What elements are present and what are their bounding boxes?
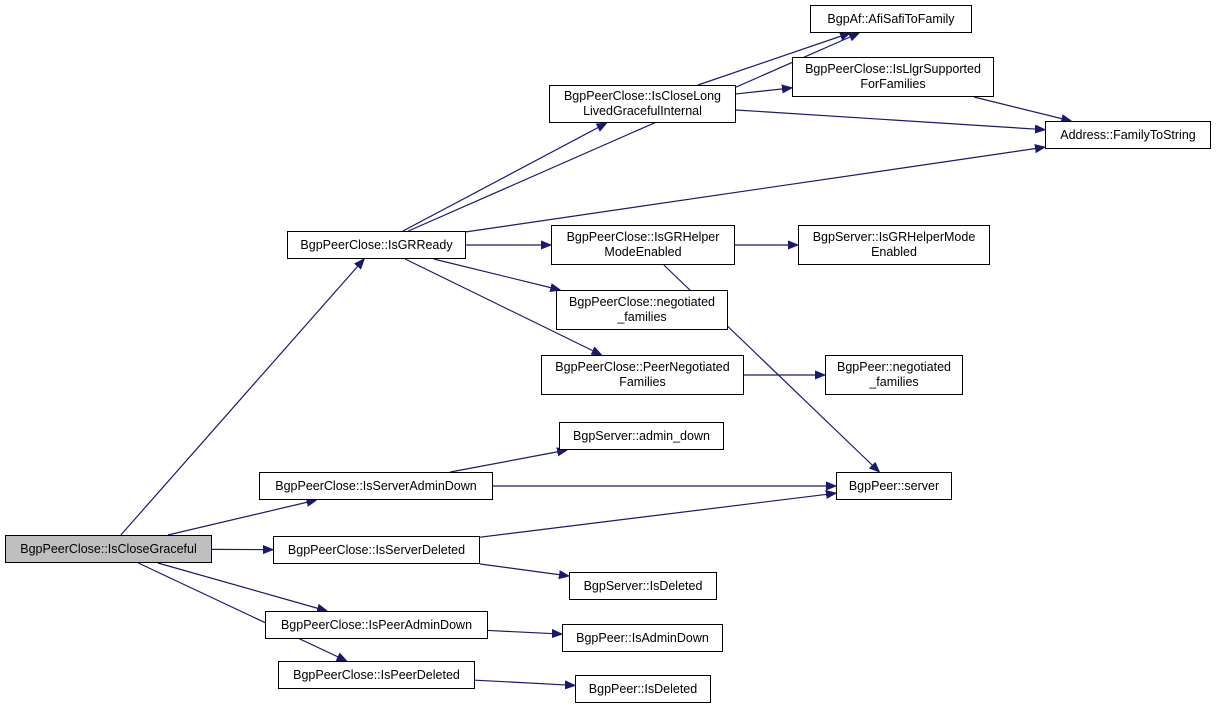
node-peer-negotiated-families[interactable]: BgpPeerClose::PeerNegotiated Families [541, 355, 744, 395]
node-is-server-admin-down[interactable]: BgpPeerClose::IsServerAdminDown [259, 472, 493, 500]
node-label-line: BgpPeerClose::IsCloseLong [563, 89, 722, 103]
edge-gr_ready-to-peer_negotiated_families [404, 258, 601, 355]
node-peer-server[interactable]: BgpPeer::server [836, 472, 952, 500]
node-negotiated-families[interactable]: BgpPeerClose::negotiated _families [556, 290, 728, 330]
edge-close_graceful-to-gr_ready [120, 259, 364, 536]
node-label-line: _families [617, 310, 667, 324]
edge-close_llgr_internal-to-llgr_supported [735, 88, 792, 95]
edge-close_llgr_internal-to-afi_safi_to_family [697, 33, 850, 86]
edge-server_deleted-to-peer_server [479, 493, 836, 538]
node-label-line: BgpPeerClose::negotiated [569, 295, 715, 309]
edge-gr_ready-to-afi_safi_to_family [408, 32, 859, 232]
node-label-line: BgpPeerClose::IsServerDeleted [287, 542, 466, 557]
node-label-line: BgpPeer::IsDeleted [588, 681, 698, 696]
node-label-line: BgpServer::IsDeleted [583, 578, 703, 593]
edge-peer_admin_down-to-peer_is_admin_down [487, 630, 562, 634]
node-label-line: BgpPeerClose::IsGRReady [300, 237, 453, 252]
node-peer-negotiated-families-accessor[interactable]: BgpPeer::negotiated _families [825, 355, 963, 395]
node-server-is-gr-helper-mode-enabled[interactable]: BgpServer::IsGRHelperMode Enabled [798, 225, 990, 265]
node-is-server-deleted[interactable]: BgpPeerClose::IsServerDeleted [273, 536, 480, 564]
node-label-line: BgpPeerClose::IsLlgrSupported [805, 62, 981, 76]
node-label-line: Enabled [871, 245, 917, 259]
edge-close_graceful-to-server_admin_down [167, 500, 317, 536]
node-server-admin-down[interactable]: BgpServer::admin_down [559, 422, 724, 450]
edge-gr_ready-to-close_llgr_internal [402, 123, 607, 232]
edge-gr_ready-to-family_to_string [465, 147, 1045, 233]
node-is-close-graceful[interactable]: BgpPeerClose::IsCloseGraceful [5, 535, 212, 563]
node-label-line: Families [619, 375, 666, 389]
node-label-line: BgpPeerClose::IsPeerDeleted [293, 667, 460, 682]
node-label-line: BgpPeerClose::IsCloseGraceful [20, 541, 197, 556]
node-afi-safi-to-family[interactable]: BgpAf::AfiSafiToFamily [810, 5, 972, 33]
edge-server_admin_down-to-admin_down [450, 450, 567, 473]
node-label-line: BgpPeerClose::IsGRHelper [566, 230, 720, 244]
node-label-line: BgpPeer::IsAdminDown [576, 630, 709, 645]
node-server-is-deleted[interactable]: BgpServer::IsDeleted [569, 572, 717, 600]
node-label-line: ModeEnabled [604, 245, 682, 259]
node-label-line: BgpPeerClose::IsServerAdminDown [275, 478, 477, 493]
node-label-line: BgpPeerClose::PeerNegotiated [555, 360, 730, 374]
node-label-line: ForFamilies [860, 77, 926, 91]
node-is-llgr-supported-for-families[interactable]: BgpPeerClose::IsLlgrSupported ForFamilie… [792, 57, 994, 97]
edge-close_graceful-to-peer_deleted [138, 562, 346, 661]
node-is-gr-ready[interactable]: BgpPeerClose::IsGRReady [287, 231, 466, 259]
node-label-line: Address::FamilyToString [1060, 127, 1196, 142]
node-label-line: BgpPeerClose::IsPeerAdminDown [280, 617, 473, 632]
node-label-line: BgpPeer::server [848, 478, 940, 493]
node-is-close-long-lived-graceful-internal[interactable]: BgpPeerClose::IsCloseLong LivedGracefulI… [549, 85, 736, 123]
edge-server_deleted-to-server_is_deleted [479, 563, 569, 576]
node-label-line: BgpServer::admin_down [573, 428, 710, 443]
node-label-line: LivedGracefulInternal [583, 104, 702, 118]
node-label-line: BgpPeer::negotiated [837, 360, 951, 374]
edge-close_graceful-to-peer_admin_down [157, 562, 327, 611]
edge-peer_deleted-to-peer_is_deleted [474, 679, 575, 685]
node-label-line: BgpServer::IsGRHelperMode [812, 230, 976, 244]
node-peer-is-deleted[interactable]: BgpPeer::IsDeleted [575, 675, 711, 703]
edge-close_llgr_internal-to-family_to_string [735, 109, 1045, 130]
node-is-peer-admin-down[interactable]: BgpPeerClose::IsPeerAdminDown [265, 611, 488, 639]
node-family-to-string[interactable]: Address::FamilyToString [1045, 121, 1211, 149]
node-peer-is-admin-down[interactable]: BgpPeer::IsAdminDown [562, 624, 723, 652]
node-label-line: BgpAf::AfiSafiToFamily [827, 11, 955, 26]
edge-gr_ready-to-negotiated_families [433, 258, 561, 290]
node-is-gr-helper-mode-enabled[interactable]: BgpPeerClose::IsGRHelper ModeEnabled [551, 225, 735, 265]
edge-llgr_supported-to-family_to_string [973, 96, 1071, 121]
node-label-line: _families [869, 375, 919, 389]
node-is-peer-deleted[interactable]: BgpPeerClose::IsPeerDeleted [278, 661, 475, 689]
